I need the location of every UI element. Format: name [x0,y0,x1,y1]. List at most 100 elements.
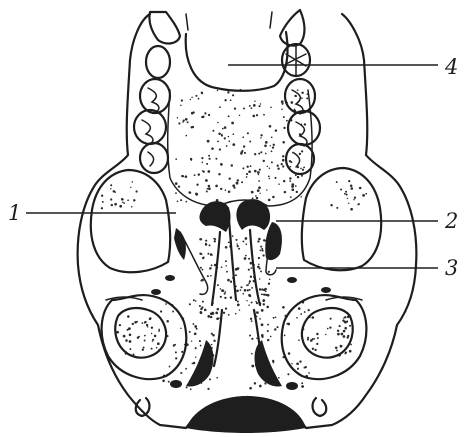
stipple-dot [182,121,183,122]
stipple-dot [210,275,212,277]
stipple-dot [259,278,260,279]
stipple-dot [307,339,309,341]
stipple-dot [119,324,121,326]
stipple-dot [276,326,278,328]
stipple-dot [190,126,192,128]
stipple-dot [275,129,277,131]
stipple-dot [127,199,129,201]
stipple-dot [166,320,169,323]
label-2-text: 2 [444,209,458,233]
stipple-dot [263,301,264,302]
stipple-dot [215,312,218,315]
stipple-dot [248,294,251,297]
stipple-dot [290,196,292,198]
stipple-dot [160,310,162,312]
stipple-dot [261,309,264,312]
stipple-dot [225,260,227,262]
stipple-dot [256,311,259,314]
right-auditory-bulla [282,295,367,379]
stipple-dot [261,336,263,338]
stipple-dot [299,153,301,155]
stipple-dot [211,344,212,345]
stipple-dot [260,134,262,136]
stipple-dot [165,303,167,305]
stipple-dot [335,346,338,349]
stipple-dot [201,92,203,94]
stipple-dot [201,157,203,159]
stipple-dot [354,197,356,199]
stipple-dot [195,356,196,357]
stipple-dot [181,175,183,177]
stipple-dot [265,294,267,296]
stipple-dot [251,302,253,304]
stipple-dot [240,289,242,291]
stipple-dot [215,185,218,188]
stipple-dot [185,201,187,203]
stipple-dot [228,190,231,193]
stipple-dot [191,112,193,114]
stipple-dot [348,203,349,204]
stipple-dot [102,201,104,203]
stipple-dot [154,335,157,338]
stipple-dot [274,328,276,330]
stipple-dot [259,169,261,171]
stipple-dot [169,366,171,368]
stipple-dot [344,327,347,330]
right-foramen-b [321,287,331,293]
stipple-dot [255,195,257,197]
stipple-dot [217,140,219,142]
stipple-dot [216,377,218,379]
stipple-dot [175,192,177,194]
stipple-dot [347,336,349,338]
stipple-dot [192,323,194,325]
stipple-dot [207,253,209,255]
stipple-dot [229,178,231,180]
stipple-dot [327,328,329,330]
stipple-dot [219,106,221,108]
stipple-dot [175,351,177,353]
stipple-dot [149,317,151,319]
stipple-dot [101,195,103,197]
stipple-dot [156,347,158,349]
stipple-dot [202,170,204,172]
stipple-dot [248,269,250,271]
stipple-dot [101,207,103,209]
stipple-dot [232,133,234,135]
stipple-dot [242,136,244,138]
stipple-dot [314,338,316,340]
stipple-dot [130,187,131,188]
stipple-dot [220,288,222,290]
stipple-dot [235,313,237,315]
stipple-dot [188,191,191,194]
stipple-dot [194,332,197,335]
stipple-dot [225,189,227,191]
stipple-dot [337,330,339,332]
stipple-dot [282,155,284,157]
stipple-dot [282,306,285,309]
incisive-notch [186,32,288,91]
stipple-dot [180,328,181,329]
stipple-dot [224,297,226,299]
stipple-dot [300,313,302,315]
left-orbit [91,170,170,272]
stipple-dot [325,334,326,335]
stipple-dot [146,324,148,326]
label-4-text: 4 [444,55,458,79]
stipple-dot [129,348,131,350]
stipple-dot [251,365,254,368]
stipple-dot [291,363,292,364]
stipple-dot [210,253,213,256]
stipple-dot [271,161,273,163]
stipple-dot [302,169,304,171]
stipple-dot [258,180,260,182]
stipple-dot [275,317,277,319]
stipple-dot [268,271,270,273]
stipple-dot [207,275,209,277]
stipple-dot [122,202,124,204]
left-paroccipital [170,380,182,388]
stipple-dot [269,125,272,128]
stipple-dot [308,372,310,374]
stipple-dot [260,270,262,272]
stipple-dot [223,312,225,314]
stipple-dot [227,279,230,282]
